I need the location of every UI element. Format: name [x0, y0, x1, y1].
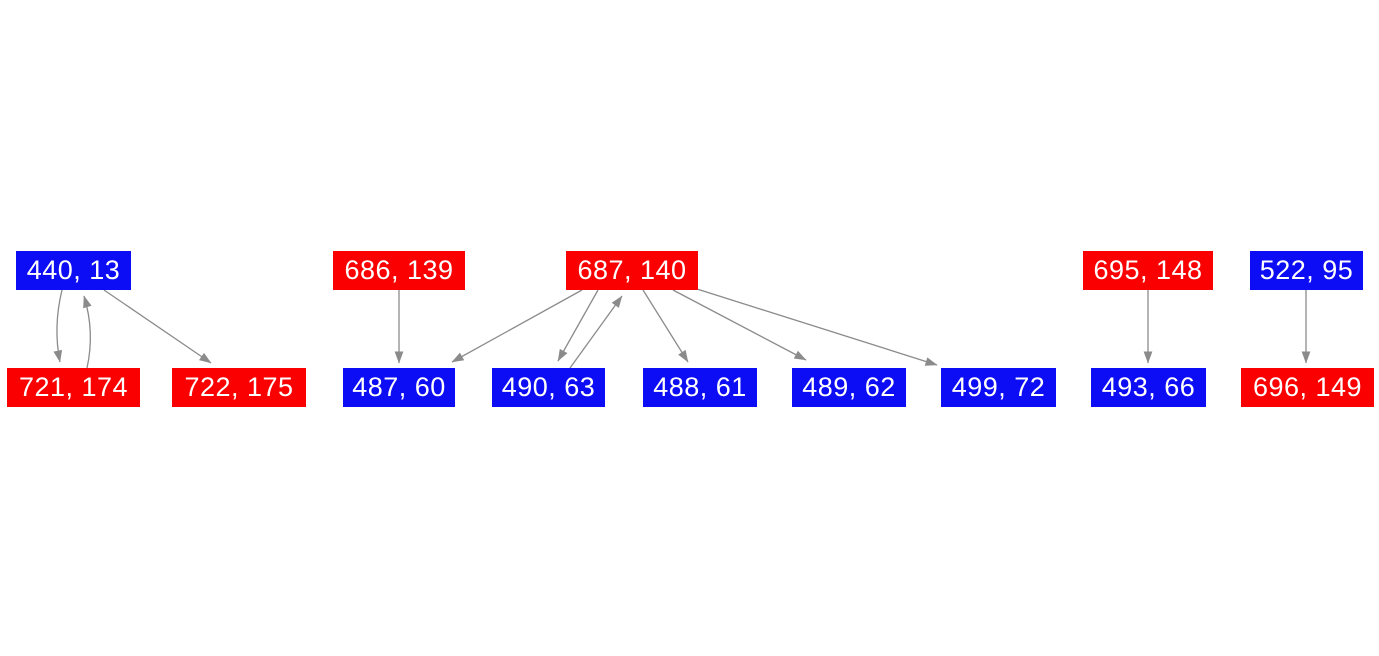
- node-label: 722, 175: [184, 372, 294, 402]
- node-label: 695, 148: [1093, 255, 1203, 285]
- edge-440-13-to-721-174: [53, 289, 63, 363]
- edge-687-140-to-488-61: [642, 289, 689, 363]
- node-label: 696, 149: [1252, 372, 1363, 402]
- node-label: 487, 60: [352, 372, 446, 402]
- graph-node-686-139: 686, 139: [333, 251, 465, 290]
- graph-node-487-60: 487, 60: [343, 368, 455, 407]
- graph-node-493-66: 493, 66: [1091, 368, 1206, 407]
- edge-687-140-to-499-72: [696, 288, 938, 366]
- graph-node-499-72: 499, 72: [941, 368, 1056, 407]
- graph-node-489-62: 489, 62: [792, 368, 906, 407]
- graph-node-490-63: 490, 63: [492, 368, 605, 407]
- edge-490-63-to-687-140: [569, 295, 623, 369]
- node-label: 490, 63: [501, 372, 596, 402]
- node-label: 488, 61: [653, 372, 747, 402]
- node-label: 686, 139: [344, 255, 454, 285]
- graph-node-488-61: 488, 61: [643, 368, 757, 407]
- edge-687-140-to-489-62: [672, 289, 807, 361]
- node-label: 493, 66: [1101, 372, 1196, 402]
- edge-687-140-to-487-60: [451, 289, 583, 363]
- graph-node-696-149: 696, 149: [1241, 368, 1374, 407]
- edge-721-174-to-440-13: [83, 295, 92, 369]
- graph-node-721-174: 721, 174: [7, 368, 140, 407]
- graph-node-722-175: 722, 175: [172, 368, 306, 407]
- node-label: 499, 72: [951, 372, 1046, 402]
- node-label: 721, 174: [18, 372, 129, 402]
- graph-node-695-148: 695, 148: [1083, 251, 1213, 290]
- graph-node-440-13: 440, 13: [16, 251, 131, 290]
- node-label: 522, 95: [1259, 255, 1354, 285]
- node-label: 440, 13: [26, 255, 121, 285]
- node-label: 489, 62: [802, 372, 896, 402]
- edge-687-140-to-490-63: [557, 289, 599, 362]
- graph-node-522-95: 522, 95: [1250, 251, 1363, 290]
- edge-440-13-to-722-175: [103, 289, 212, 364]
- node-label: 687, 140: [577, 255, 687, 285]
- graph-node-687-140: 687, 140: [566, 251, 698, 290]
